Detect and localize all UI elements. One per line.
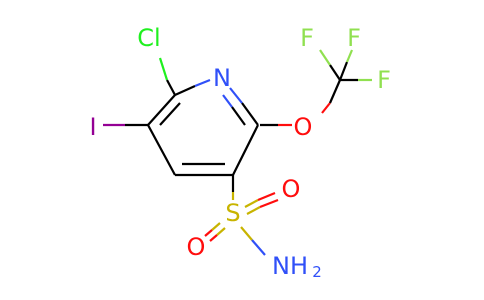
atom-nh-label: NH	[272, 252, 308, 280]
bond-n-c6-b	[241, 102, 259, 126]
atom-s-label: S	[225, 199, 240, 227]
atom-o-s1-label: O	[282, 175, 301, 203]
bond-s-o2-a	[211, 222, 221, 231]
bond-c-f2-a	[338, 61, 349, 81]
bond-o-c-b	[328, 79, 342, 104]
atom-f1-label: F	[300, 24, 314, 52]
atom-f3-label: F	[377, 66, 391, 94]
bond-c2-n-a	[174, 84, 196, 97]
bond-c6-c5	[232, 124, 259, 176]
bond-s-n-a	[240, 226, 253, 241]
atom-o-ether-label: O	[294, 113, 313, 141]
atom-nh-subscript: 2	[312, 263, 322, 281]
atom-o-s2-label: O	[187, 233, 206, 261]
bond-s-o2-b	[204, 229, 213, 237]
atom-i-label: I	[89, 113, 96, 141]
bond-s-o2-c	[216, 227, 226, 236]
bond-s-n-b	[251, 239, 266, 256]
bond-s-o1-b	[257, 191, 276, 202]
bond-n-c6-inner-a	[222, 94, 233, 108]
bond-o-c-a	[321, 102, 331, 114]
bond-s-o1-d	[259, 198, 279, 209]
bond-s-o2-d	[209, 234, 218, 242]
bond-n-c6-inner-b	[231, 106, 246, 126]
bond-c-f2-b	[345, 49, 354, 63]
bond-c2-n-b	[194, 78, 211, 88]
bond-c-f1-a	[329, 64, 341, 81]
bond-s-o1-a	[244, 199, 259, 208]
bond-c4-c3	[147, 124, 176, 176]
bond-c3-c2-inner	[159, 102, 181, 126]
bond-c2-cl-a	[166, 79, 176, 96]
bond-s-o1-c	[246, 206, 261, 215]
atom-n-label: N	[213, 64, 231, 92]
bond-n-c6-a	[229, 87, 243, 104]
bond-c3-c2	[147, 94, 176, 126]
bond-c-f1-b	[319, 49, 331, 66]
atom-f2-label: F	[347, 24, 361, 52]
atom-cl-label: Cl	[137, 24, 160, 52]
bond-c2-cl-b	[158, 57, 169, 81]
